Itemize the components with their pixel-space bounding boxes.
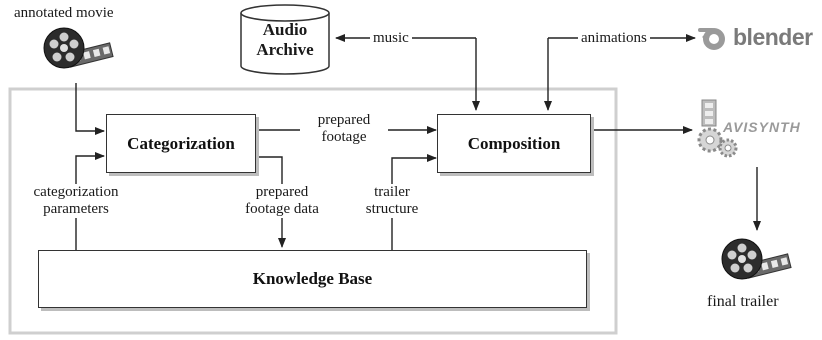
final-trailer-label: final trailer <box>707 293 779 310</box>
avisynth-gears-icon <box>697 99 738 158</box>
arrow-parameters-to-categorization <box>75 152 105 250</box>
music-label: music <box>370 30 412 47</box>
blender-logo-text: blender <box>733 24 813 50</box>
film-reel-icon <box>43 27 114 69</box>
annotated-movie-label: annotated movie <box>14 5 114 21</box>
categorization-parameters-line1: categorization <box>33 184 119 200</box>
composition-box: Composition <box>437 114 591 173</box>
categorization-parameters-label: categorization parameters <box>20 184 132 218</box>
trailer-structure-line1: trailer <box>374 184 410 200</box>
audio-archive-line1: Audio <box>262 20 308 39</box>
film-reel-icon <box>721 238 792 280</box>
prepared-footage-data-line2: footage data <box>245 201 319 217</box>
composition-label: Composition <box>467 133 561 153</box>
database-cylinder-icon <box>240 4 330 75</box>
blender-logo-icon <box>698 28 725 50</box>
system-frame <box>8 87 618 335</box>
categorization-label: Categorization <box>127 133 235 153</box>
audio-archive-label: Audio Archive <box>241 20 329 60</box>
prepared-footage-data-label: prepared footage data <box>232 184 332 218</box>
arrow-movie-to-categorization <box>75 83 105 135</box>
categorization-parameters-line2: parameters <box>43 201 109 217</box>
prepared-footage-line2: footage <box>321 129 367 145</box>
audio-archive-line2: Archive <box>256 40 314 59</box>
knowledge-base-label: Knowledge Base <box>252 269 373 288</box>
prepared-footage-label: prepared footage <box>300 112 388 146</box>
knowledge-base-box: Knowledge Base <box>38 250 587 308</box>
trailer-structure-line2: structure <box>365 201 419 217</box>
categorization-box: Categorization <box>106 114 256 173</box>
avisynth-logo-text: AVISYNTH <box>723 119 801 135</box>
trailer-structure-label: trailer structure <box>350 184 434 218</box>
prepared-footage-line1: prepared <box>317 112 371 128</box>
arrow-structure-to-composition <box>391 154 437 250</box>
animations-label: animations <box>578 30 650 47</box>
prepared-footage-data-line1: prepared <box>255 184 309 200</box>
